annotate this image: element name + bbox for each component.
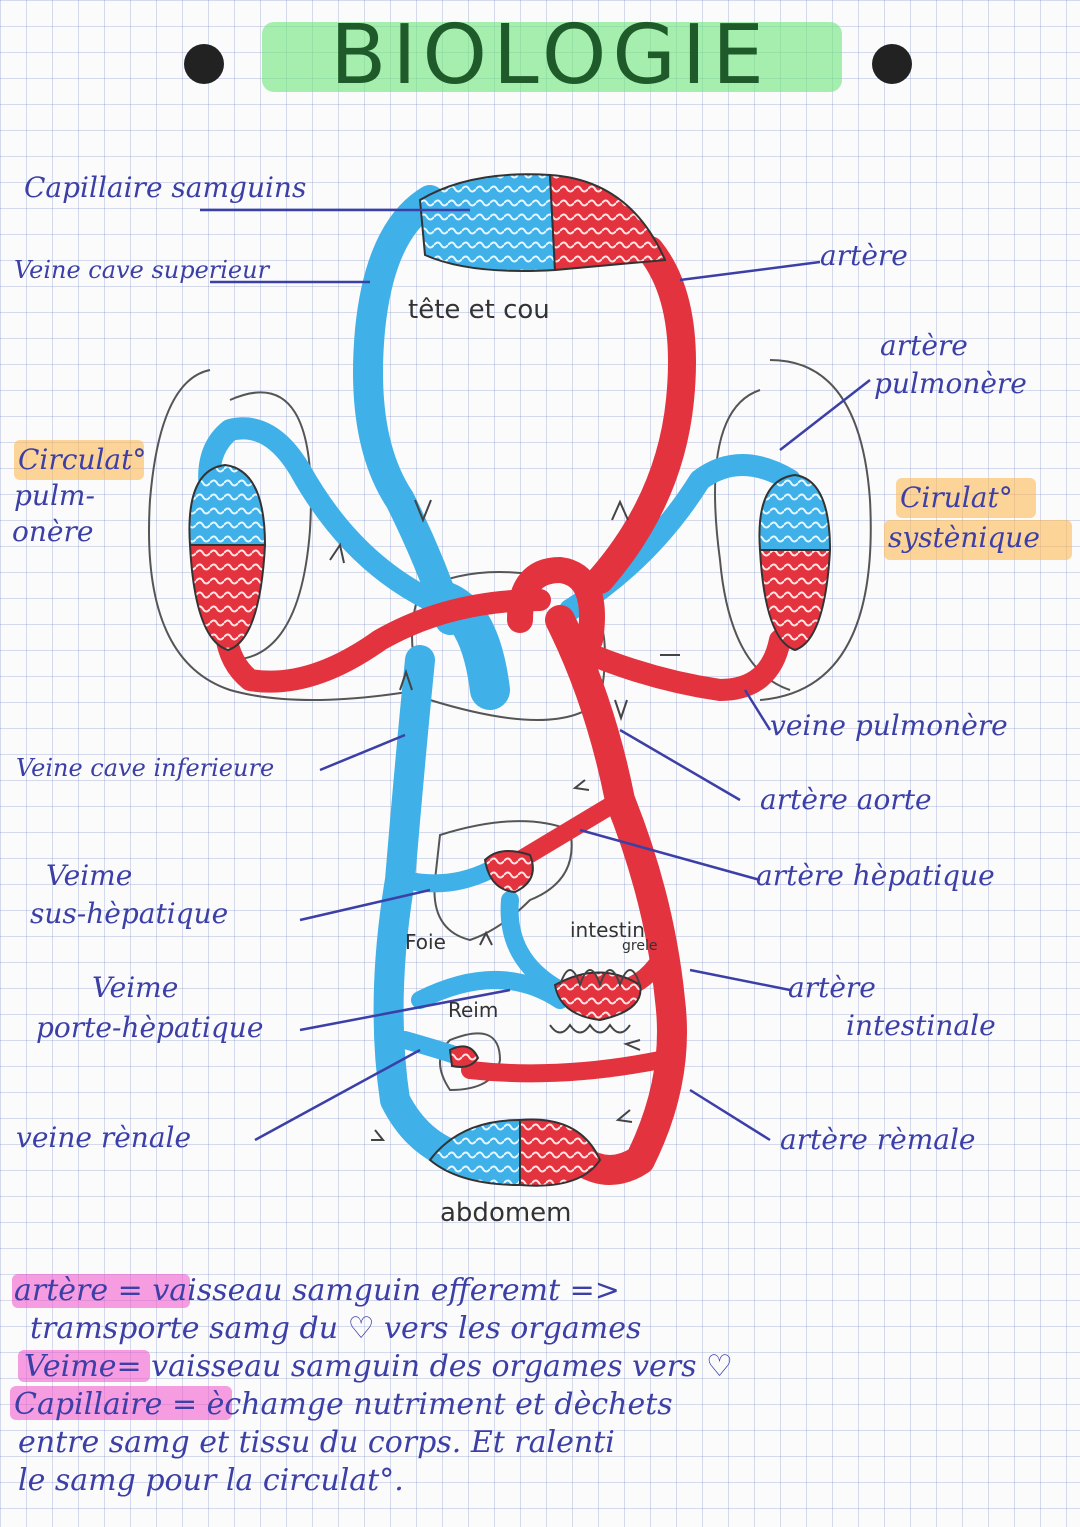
leader-veine-cave-inf bbox=[319, 733, 406, 772]
highlight-artere bbox=[12, 1274, 190, 1308]
leader-artere-int bbox=[689, 968, 791, 992]
definition-artere: = vaisseau samguin efferemt => bbox=[108, 1273, 620, 1308]
label-artere-aorte: artère aorte bbox=[760, 783, 932, 816]
kidney-outline bbox=[439, 1032, 502, 1092]
label-artere-hep: artère hèpatique bbox=[756, 859, 995, 892]
highlight-veine bbox=[18, 1350, 150, 1382]
inner-loop-right bbox=[714, 389, 791, 691]
label-capillaire: Capillaire samguins bbox=[24, 171, 307, 204]
label-veine-porte-2: porte-hèpatique bbox=[36, 1011, 264, 1044]
inner-loop-left bbox=[229, 391, 312, 661]
binder-hole-left bbox=[184, 44, 224, 84]
definition-line-2: tramsporte samg du ♡ vers les orgames bbox=[30, 1311, 642, 1346]
capillary-beds bbox=[188, 173, 832, 1187]
definition-veine: = vaisseau samguin des orgames vers ♡ bbox=[116, 1349, 733, 1384]
hepatic-artery bbox=[511, 791, 629, 869]
abdomen-label: abdomem bbox=[440, 1198, 572, 1228]
binder-hole-right bbox=[872, 44, 912, 84]
leader-artere-hep bbox=[579, 828, 761, 882]
highlight-circ-syst-2 bbox=[884, 520, 1072, 560]
page-title: BIOLOGIE bbox=[330, 8, 770, 103]
label-veine-renale: veine rènale bbox=[16, 1121, 192, 1154]
leader-artere-top bbox=[679, 260, 821, 282]
leader-artere-pulm bbox=[779, 379, 871, 451]
abdomen-capillary-red bbox=[519, 1118, 602, 1187]
lung-right-blue bbox=[758, 473, 832, 551]
label-circ-syst-1: Cirulat° bbox=[900, 481, 1013, 514]
arteries bbox=[214, 236, 791, 1185]
carotid-artery bbox=[586, 236, 696, 594]
label-artere-int-2: intestinale bbox=[846, 1009, 996, 1042]
vena-cava-superior bbox=[353, 185, 465, 635]
liver-label: Foie bbox=[405, 930, 446, 954]
title-highlight bbox=[262, 22, 842, 92]
term-veine: Veime bbox=[24, 1349, 117, 1384]
highlight-capillaire bbox=[10, 1386, 232, 1420]
definition-capillaire: = èchamge nutriment et dèchets bbox=[162, 1387, 673, 1422]
outer-loop-left bbox=[148, 369, 421, 701]
leader-veine-renale bbox=[254, 1048, 421, 1142]
head-neck-label: tête et cou bbox=[408, 295, 550, 325]
label-circ-pulm-3: onère bbox=[12, 515, 94, 548]
vena-cava-inferior bbox=[373, 645, 485, 1175]
kidney-capillary bbox=[448, 1045, 480, 1068]
leader-veine-porte bbox=[299, 988, 511, 1032]
leader-artere-renale bbox=[689, 1088, 771, 1142]
abdomen-capillary-blue bbox=[428, 1118, 521, 1187]
label-circ-pulm-1: Circulat° bbox=[18, 443, 147, 476]
highlight-circ-syst-1 bbox=[896, 478, 1036, 518]
leader-veine-sus bbox=[299, 888, 431, 922]
aortic-arch bbox=[507, 557, 605, 653]
label-artere-int-1: artère bbox=[788, 971, 876, 1004]
term-artere: artère bbox=[14, 1273, 109, 1308]
label-artere-pulm-1: artère bbox=[880, 329, 968, 362]
pulmonary-vein-left bbox=[198, 417, 441, 611]
outer-loop-right bbox=[759, 359, 872, 701]
lung-left-red bbox=[188, 544, 267, 652]
intestine-coils bbox=[549, 969, 641, 1034]
definition-line-4: Capillaire = èchamge nutriment et dèchet… bbox=[14, 1386, 673, 1424]
label-veine-sus-2: sus-hèpatique bbox=[30, 897, 229, 930]
definition-line-6: le samg pour la circulat°. bbox=[18, 1463, 404, 1498]
label-veine-cave-sup: Veine cave superieur bbox=[14, 256, 270, 284]
head-capillary-red bbox=[548, 173, 667, 272]
liver-capillary bbox=[483, 850, 534, 894]
label-artere-top: artère bbox=[820, 239, 908, 272]
lung-right-red bbox=[758, 549, 832, 652]
pulmonary-vein-right bbox=[569, 629, 791, 701]
renal-artery bbox=[461, 1051, 669, 1083]
leader-veine-pulm bbox=[743, 689, 772, 731]
lung-left-blue bbox=[188, 463, 267, 546]
leader-artere-aorte bbox=[619, 728, 741, 802]
liver-outline bbox=[433, 820, 573, 942]
label-circ-pulm-2: pulm- bbox=[14, 479, 95, 512]
definition-line-1: artère = vaisseau samguin efferemt => bbox=[14, 1272, 620, 1310]
kidney-label: Reim bbox=[448, 998, 499, 1022]
small-intestine-label: grele bbox=[622, 938, 658, 954]
definition-line-3: Veime= vaisseau samguin des orgames vers… bbox=[24, 1348, 733, 1386]
term-capillaire: Capillaire bbox=[14, 1387, 163, 1422]
hepatic-vein bbox=[396, 861, 499, 893]
definition-line-5: entre samg et tissu du corps. Et ralenti bbox=[18, 1425, 615, 1460]
label-circ-syst-2: systènique bbox=[888, 521, 1040, 554]
label-veine-sus-1: Veime bbox=[46, 859, 133, 892]
label-artere-renale: artère rèmale bbox=[780, 1123, 976, 1156]
head-capillary-blue bbox=[418, 173, 557, 272]
label-veine-pulm: veine pulmonère bbox=[770, 709, 1008, 742]
portal-vein bbox=[411, 891, 569, 1009]
label-veine-porte-1: Veime bbox=[92, 971, 179, 1004]
pulmonary-artery-left bbox=[214, 589, 551, 693]
label-artere-pulm-2: pulmonère bbox=[874, 367, 1027, 400]
intestine-label: intestin bbox=[570, 918, 645, 942]
label-veine-cave-inf: Veine cave inferieure bbox=[16, 754, 275, 782]
leader-lines bbox=[200, 208, 871, 1142]
flow-arrows bbox=[329, 499, 680, 1141]
highlight-circ-pulm bbox=[14, 440, 144, 480]
